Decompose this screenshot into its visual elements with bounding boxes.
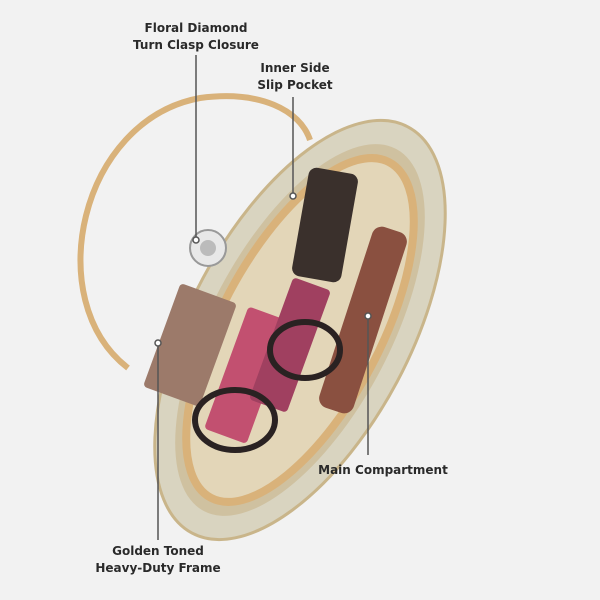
bag-contents <box>144 167 407 453</box>
callout-main: Main Compartment <box>318 462 448 479</box>
callout-frame-line1: Golden Toned <box>112 544 204 558</box>
callout-pocket-line2: Slip Pocket <box>257 78 333 92</box>
callout-clasp-line2: Turn Clasp Closure <box>133 38 259 52</box>
callout-lines <box>154 55 372 540</box>
callout-clasp: Floral Diamond Turn Clasp Closure <box>120 20 272 54</box>
callout-pocket-line1: Inner Side <box>260 61 330 75</box>
callout-pocket: Inner Side Slip Pocket <box>250 60 340 94</box>
callout-frame: Golden Toned Heavy-Duty Frame <box>90 543 226 577</box>
callout-frame-line2: Heavy-Duty Frame <box>95 561 221 575</box>
bag-handle <box>77 93 313 371</box>
callout-clasp-line1: Floral Diamond <box>144 21 248 35</box>
callout-main-line1: Main Compartment <box>318 463 448 477</box>
